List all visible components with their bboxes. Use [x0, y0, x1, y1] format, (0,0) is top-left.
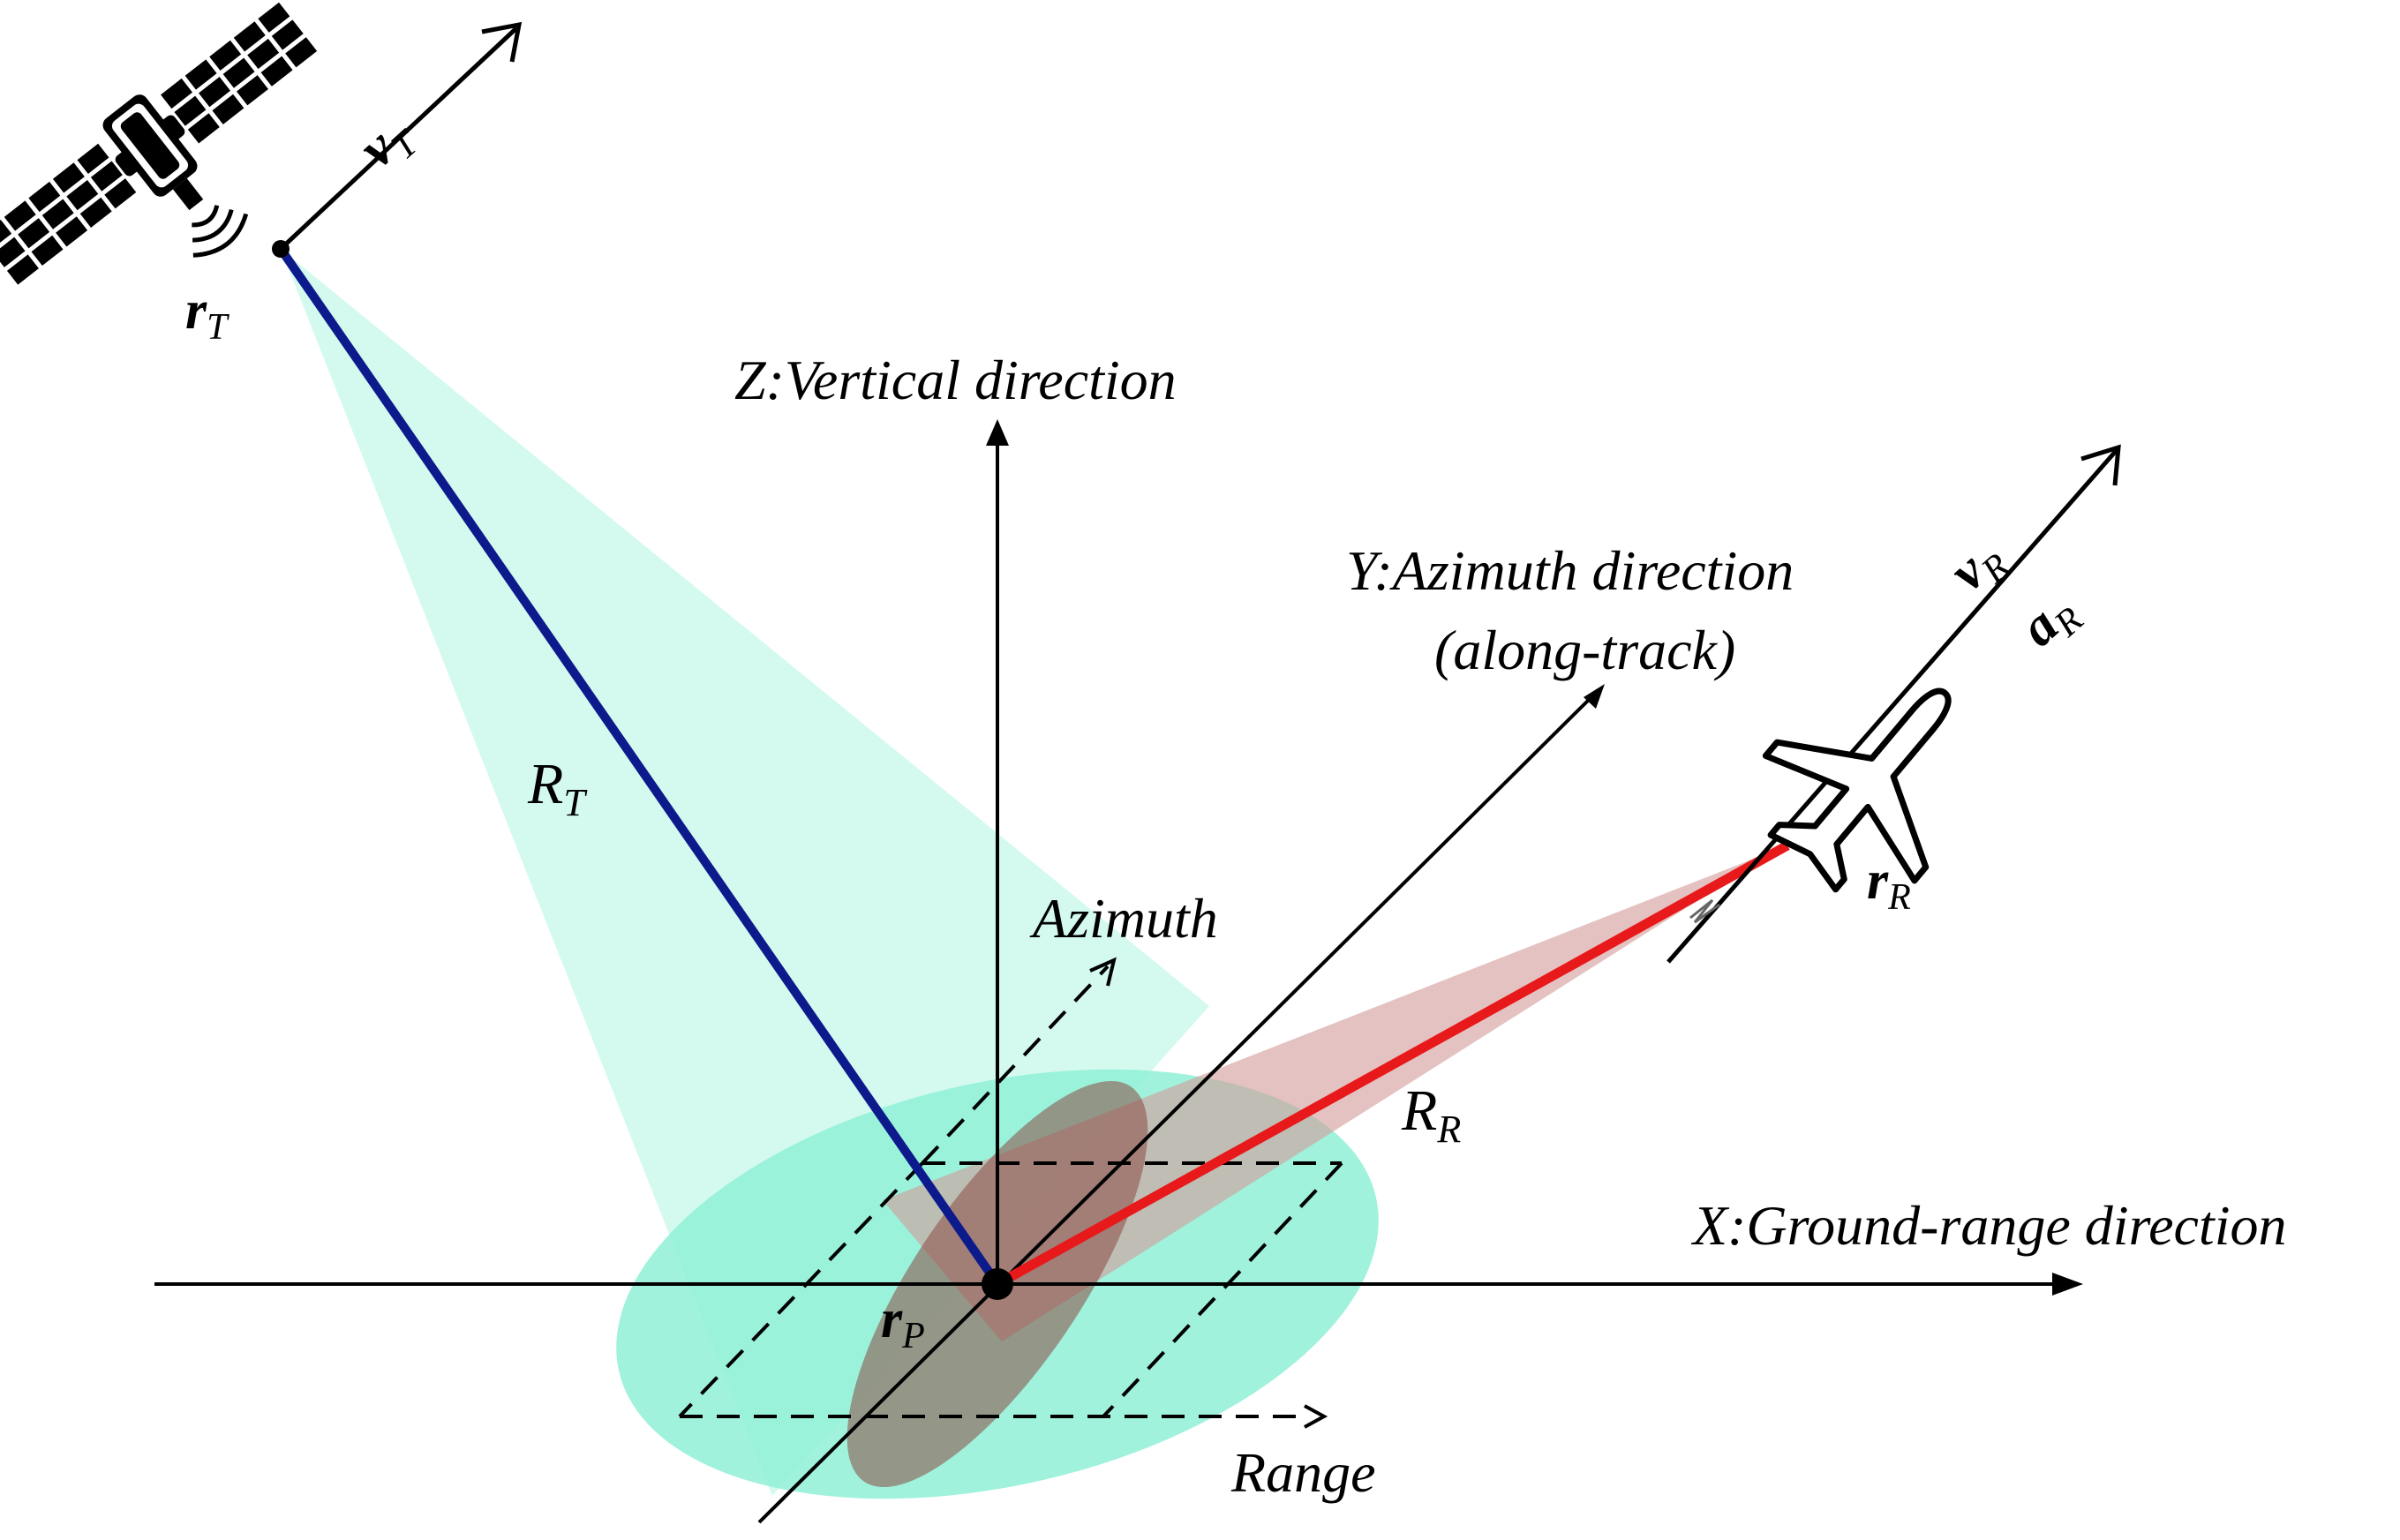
- transmitter-position-label: rT: [185, 281, 229, 348]
- z-axis-arrowhead: [986, 419, 1009, 446]
- satellite-velocity-arrowhead: [481, 21, 523, 63]
- receiver-acceleration-label: aR: [2009, 580, 2091, 663]
- aircraft-icon: [1762, 687, 1952, 893]
- transmitter-position-dot: [272, 240, 290, 258]
- transmitter-velocity-label: vT: [348, 102, 428, 184]
- satellite-velocity-arrow: [279, 26, 518, 251]
- receive-antenna-lobe-icon: [1689, 898, 1720, 924]
- target-position-dot: [982, 1268, 1013, 1300]
- transmit-range-line: [276, 246, 1002, 1287]
- receiver-velocity-label: vR: [1938, 526, 2018, 607]
- range-arrowhead: [1304, 1404, 1328, 1429]
- x-axis-arrowhead: [2052, 1273, 2083, 1296]
- y-axis: [757, 689, 1599, 1524]
- grid-left-azimuth-extension: [921, 965, 1110, 1165]
- z-axis-label: Z:Vertical direction: [734, 349, 1177, 411]
- range-label: Range: [1230, 1441, 1376, 1504]
- azimuth-label: Azimuth: [1029, 887, 1218, 950]
- x-axis-label: X:Ground-range direction: [1690, 1194, 2286, 1257]
- y-axis-label-line1: Y:Azimuth direction: [1346, 539, 1794, 602]
- satellite-icon: [0, 2, 318, 285]
- receive-range-label: RR: [1401, 1078, 1461, 1151]
- y-axis-label-line2: (along-track): [1434, 619, 1735, 681]
- receiver-position-label: rR: [1867, 851, 1911, 918]
- grid-left-edge: [678, 1161, 924, 1418]
- grid-right-edge: [1102, 1161, 1343, 1418]
- aircraft-track-line: [1666, 448, 2118, 964]
- transmit-range-label: RT: [527, 752, 588, 824]
- target-position-label: rP: [881, 1289, 925, 1356]
- ground-grid: [678, 965, 1343, 1418]
- coordinate-axes: [154, 431, 2070, 1524]
- receive-range-line: [995, 841, 1790, 1288]
- azimuth-arrowhead: [1089, 957, 1117, 987]
- y-axis-arrowhead: [1584, 684, 1605, 709]
- aircraft-velocity-arrowhead: [2080, 444, 2121, 486]
